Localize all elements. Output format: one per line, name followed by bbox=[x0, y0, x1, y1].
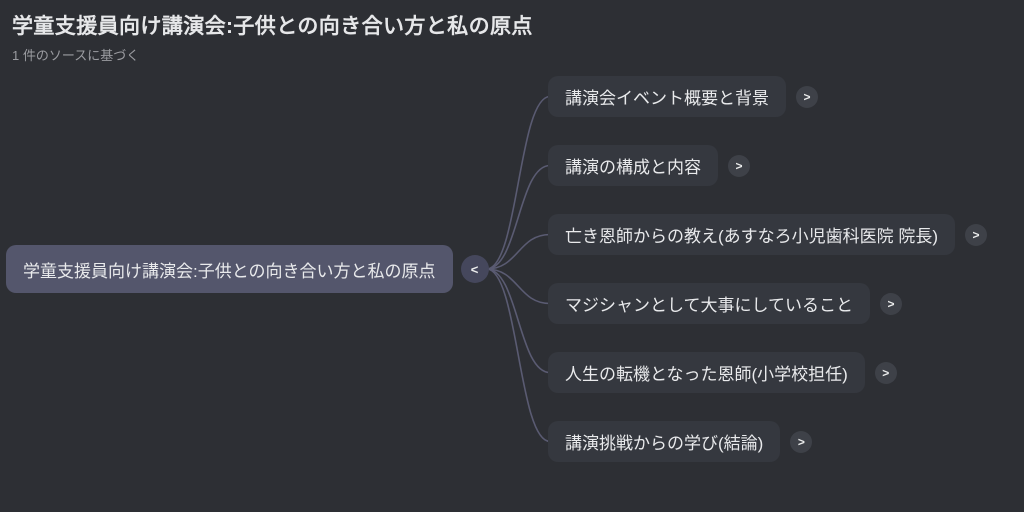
expand-button[interactable]: > bbox=[796, 85, 818, 108]
mindmap-root-node[interactable]: 学童支援員向け講演会:子供との向き合い方と私の原点 bbox=[6, 245, 453, 293]
header: 学童支援員向け講演会:子供との向き合い方と私の原点 1 件のソースに基づく bbox=[12, 13, 533, 64]
child-node-row: マジシャンとして大事にしていること > bbox=[548, 283, 987, 324]
page-title: 学童支援員向け講演会:子供との向き合い方と私の原点 bbox=[12, 15, 533, 38]
chevron-right-icon: > bbox=[972, 227, 980, 242]
connector-line bbox=[485, 268, 551, 443]
chevron-right-icon: > bbox=[735, 158, 743, 173]
chevron-right-icon: > bbox=[882, 365, 890, 380]
expand-button[interactable]: > bbox=[965, 223, 988, 246]
connector-line bbox=[485, 164, 551, 270]
expand-button[interactable]: > bbox=[879, 292, 902, 315]
chevron-right-icon: > bbox=[887, 296, 895, 311]
mindmap-child-node[interactable]: マジシャンとして大事にしていること bbox=[548, 283, 870, 324]
expand-button[interactable]: > bbox=[874, 361, 897, 384]
child-node-row: 講演挑戦からの学び(結論) > bbox=[548, 421, 987, 462]
mindmap-child-node[interactable]: 講演会イベント概要と背景 bbox=[548, 76, 786, 117]
mindmap-child-node[interactable]: 人生の転機となった恩師(小学校担任) bbox=[548, 352, 865, 393]
child-node-row: 亡き恩師からの教え(あすなろ小児歯科医院 院長) > bbox=[548, 214, 988, 255]
child-node-row: 講演の構成と内容 > bbox=[548, 145, 987, 186]
chevron-left-icon: < bbox=[470, 261, 479, 277]
mindmap-child-node[interactable]: 講演の構成と内容 bbox=[548, 145, 718, 186]
child-nodes-column: 講演会イベント概要と背景 > 講演の構成と内容 > 亡き恩師からの教え(あすなろ… bbox=[548, 76, 988, 462]
mindmap-child-node[interactable]: 亡き恩師からの教え(あすなろ小児歯科医院 院長) bbox=[548, 214, 956, 255]
connector-line bbox=[485, 233, 551, 270]
connector-line bbox=[485, 268, 551, 374]
expand-button[interactable]: > bbox=[790, 430, 813, 453]
chevron-right-icon: > bbox=[797, 434, 805, 449]
connector-line bbox=[485, 95, 551, 270]
root-node-row: 学童支援員向け講演会:子供との向き合い方と私の原点 < bbox=[6, 245, 489, 293]
mindmap-child-node[interactable]: 講演挑戦からの学び(結論) bbox=[548, 421, 781, 462]
expand-button[interactable]: > bbox=[728, 154, 750, 177]
collapse-button[interactable]: < bbox=[460, 255, 489, 283]
child-node-row: 講演会イベント概要と背景 > bbox=[548, 76, 987, 117]
connector-line bbox=[485, 268, 551, 305]
child-node-row: 人生の転機となった恩師(小学校担任) > bbox=[548, 352, 987, 393]
source-count-label: 1 件のソースに基づく bbox=[12, 48, 140, 63]
chevron-right-icon: > bbox=[803, 89, 811, 104]
